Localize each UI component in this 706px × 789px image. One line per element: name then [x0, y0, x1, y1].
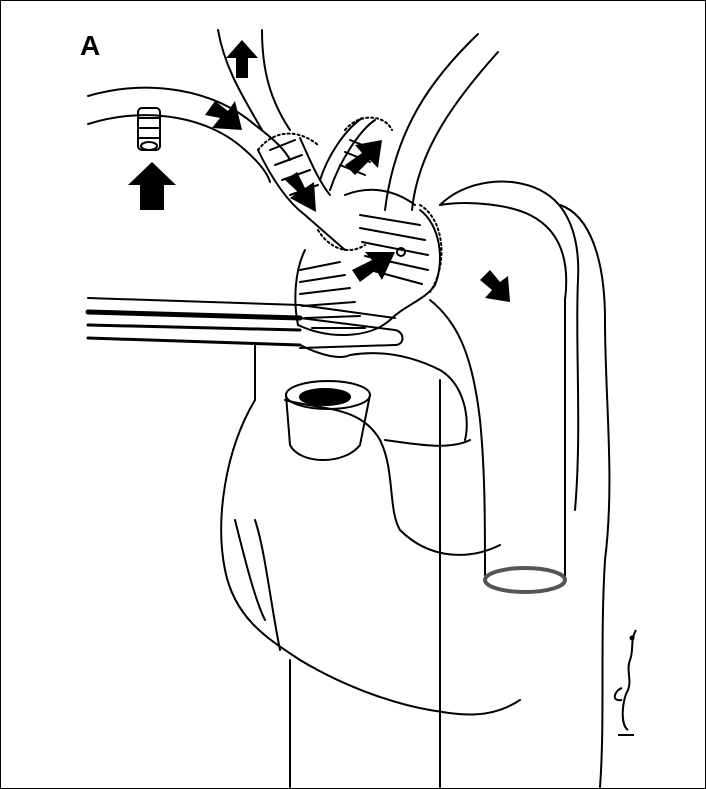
flow-arrows — [128, 40, 510, 302]
right-upper-tube — [384, 33, 499, 211]
panel-label: A — [80, 30, 101, 61]
descending-aorta — [429, 180, 611, 788]
heart-outline — [220, 344, 521, 788]
graft-bifurcation — [257, 116, 443, 337]
upper-vessel — [217, 29, 291, 131]
signature-icon — [613, 629, 637, 736]
arrow-icon — [345, 140, 382, 175]
vascular-clamp — [85, 297, 404, 349]
stent-graft-icon — [137, 107, 161, 151]
pulmonary-stump — [285, 380, 371, 461]
arrow-icon — [128, 162, 176, 210]
arrow-icon — [226, 40, 258, 78]
arrow-icon — [480, 270, 510, 302]
left-graft-limb — [87, 86, 291, 183]
arrow-icon — [205, 101, 242, 130]
arrow-icon — [352, 252, 395, 282]
arrow-icon — [285, 172, 316, 212]
